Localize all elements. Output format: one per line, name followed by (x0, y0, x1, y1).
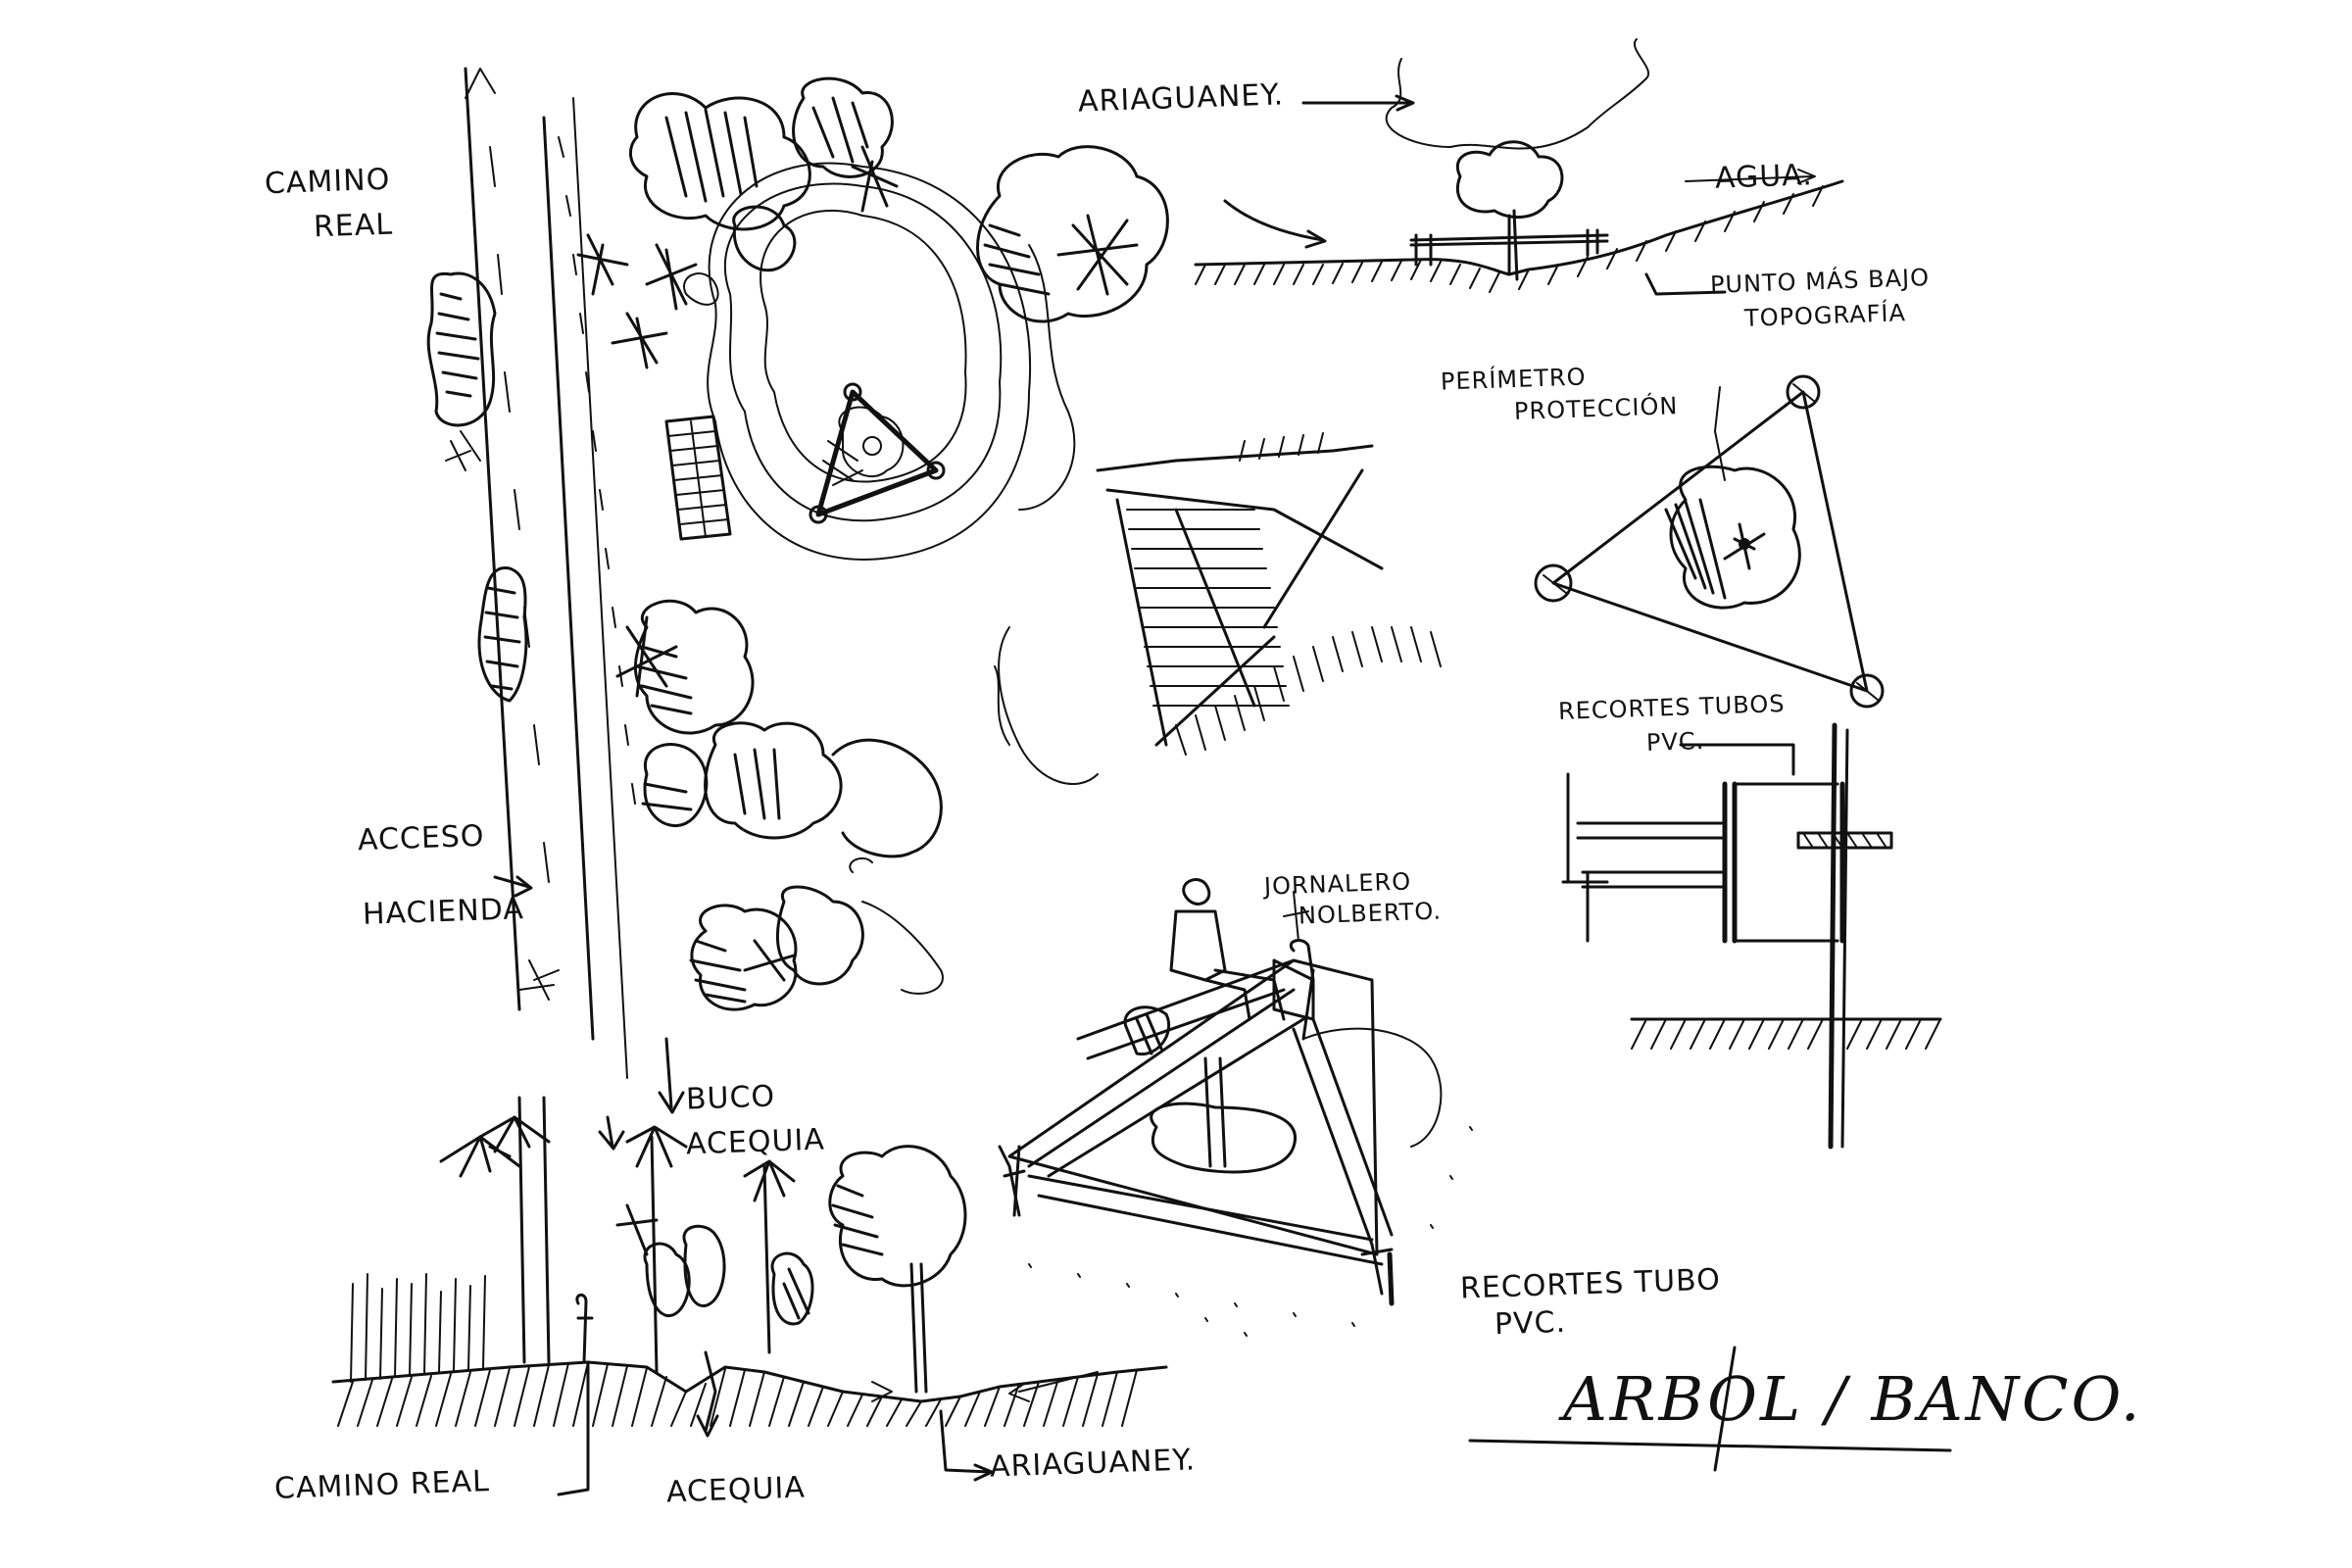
bench-perspective (998, 878, 1473, 1337)
title-lines (1468, 1346, 1952, 1472)
label-buco: BUCO (685, 1079, 776, 1117)
plan-trees-middle (615, 599, 944, 1011)
label-acequia-top: ACEQUIA (685, 1122, 826, 1162)
label-acceso-1: ACCESO (357, 818, 486, 858)
label-acequia-bottom: ACEQUIA (665, 1470, 807, 1510)
plan-bench-rect (664, 415, 732, 541)
label-ariaguaney-top: ARIAGUANEY. (1077, 77, 1285, 120)
plan-trees-right-top (976, 145, 1169, 323)
label-jornalero-1: JORNALERO (1263, 867, 1412, 901)
label-camino-real-top-1: CAMINO (264, 162, 391, 202)
label-agua: AGUA. (1714, 158, 1814, 196)
label-recortes-tubos-2: PVC. (1645, 726, 1705, 758)
label-acceso-2: HACIENDA (362, 892, 525, 932)
label-ariaguaney-bottom: ARIAGUANEY. (989, 1443, 1197, 1485)
plan-triangle-tree (808, 382, 946, 524)
label-jornalero-2: NOLBERTO. (1298, 897, 1443, 930)
label-recortes-tubo-2: PVC. (1494, 1304, 1567, 1343)
pvc-detail (1561, 722, 1942, 1150)
label-punto-bajo-2: TOPOGRAFÍA (1743, 299, 1907, 332)
plan-trees-left (426, 271, 560, 1001)
elevation-top (1194, 38, 1844, 296)
title-arbol-banco: ARBOL / BANCO. (1563, 1363, 2143, 1435)
plan-contours (707, 162, 1076, 561)
perimeter-triangle-detail (1534, 374, 1885, 709)
plan-arrows (493, 875, 685, 1151)
label-camino-real-top-2: REAL (313, 207, 394, 245)
label-camino-real-bottom: CAMINO REAL (273, 1464, 491, 1506)
plan-ground-patch (994, 626, 1099, 785)
label-perimetro-2: PROTECCIÓN (1513, 392, 1679, 425)
bottom-elevation (331, 1096, 1168, 1496)
plan-trees-upper (576, 76, 899, 369)
section-hatch-diagram (1096, 432, 1442, 756)
label-perimetro-1: PERÍMETRO (1440, 363, 1587, 396)
camino-real-road (464, 67, 636, 1079)
